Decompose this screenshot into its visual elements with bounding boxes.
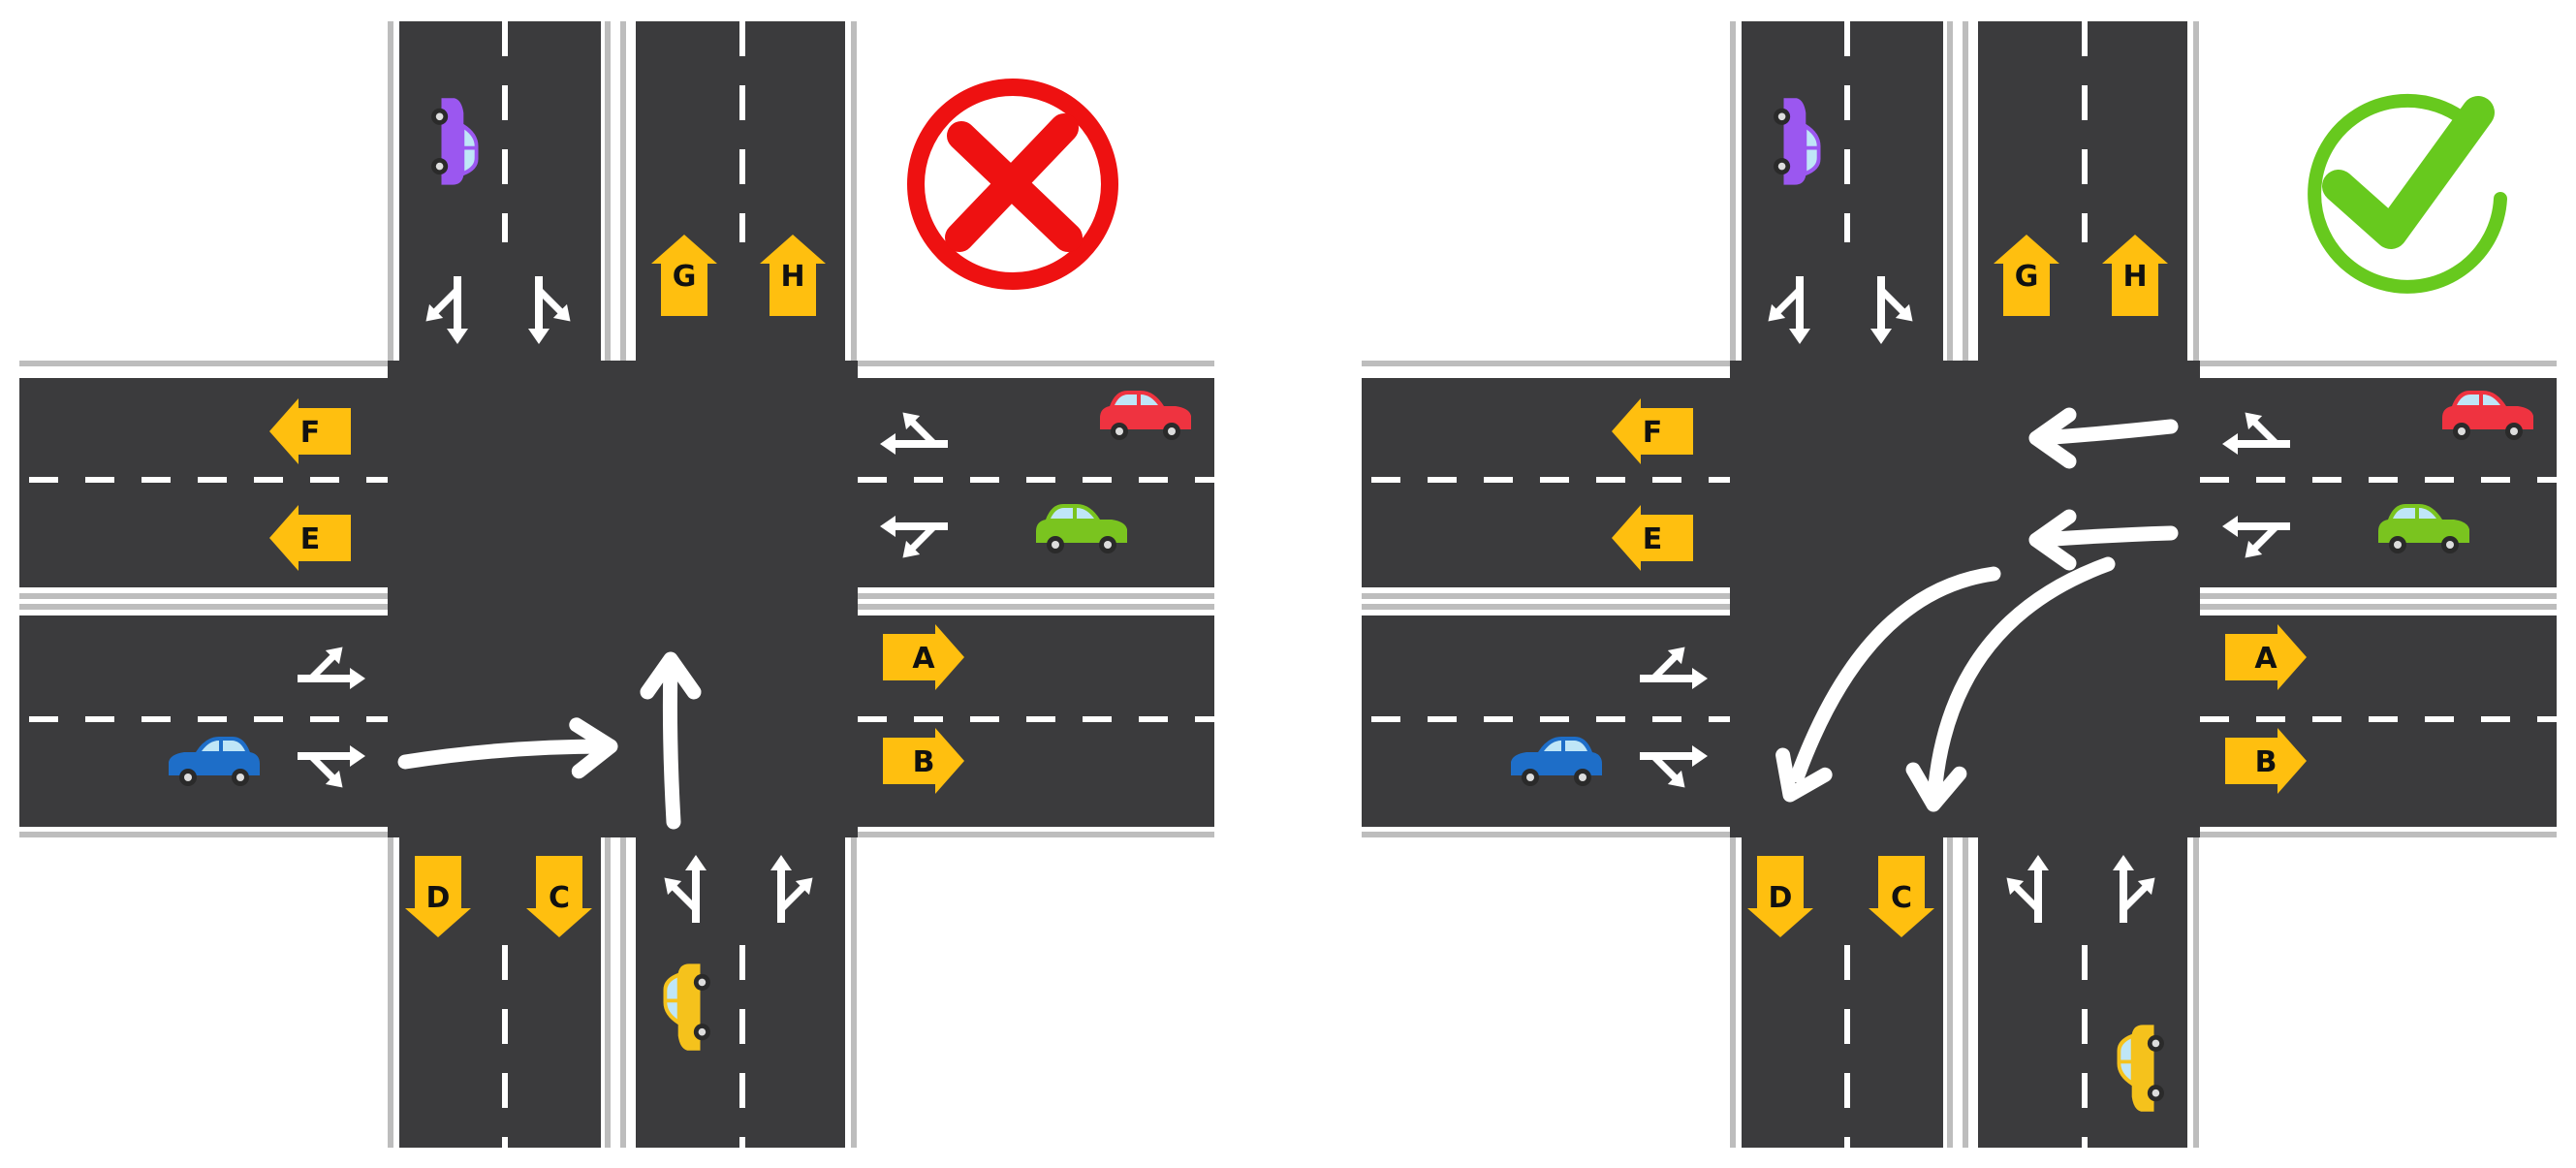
label-arrow-g: G: [651, 235, 717, 316]
lane-dividers: [29, 21, 1214, 1148]
lane-markings: [298, 276, 948, 923]
lane-dividers: [1371, 21, 2557, 1148]
northbound-lane-arrow: [770, 855, 813, 923]
label-arrow-h: H: [760, 235, 826, 316]
label-arrow-h: H: [2102, 235, 2168, 316]
southbound-lane-arrow: [1870, 276, 1913, 344]
vehicles: [169, 98, 1191, 1051]
check-circle-icon: [2308, 93, 2507, 294]
label-letter: B: [913, 745, 935, 779]
northbound-straight-path: [640, 651, 702, 830]
westbound-straight-path: [397, 717, 618, 779]
label-letter: A: [912, 642, 935, 676]
label-letter: B: [2255, 745, 2278, 779]
green-car-icon: [1036, 504, 1127, 553]
wrong-intersection-panel: A B C D E F G H: [19, 21, 1214, 1148]
label-letter: E: [1643, 522, 1663, 556]
eastbound-lane-arrow: [298, 745, 365, 788]
westbound-through-path-2: [2028, 509, 2179, 571]
label-arrow-a: A: [2225, 624, 2307, 690]
label-letter: H: [780, 260, 804, 294]
label-letter: C: [1891, 881, 1912, 915]
purple-car-icon: [1774, 98, 1821, 185]
label-arrow-g: G: [1994, 235, 2059, 316]
label-arrow-e: E: [1612, 505, 1693, 571]
red-car-icon: [2442, 391, 2533, 440]
westbound-through-path-1: [2028, 407, 2179, 469]
northbound-lane-arrow: [2113, 855, 2155, 923]
northbound-lane-arrow: [664, 855, 707, 923]
purple-car-icon: [431, 98, 479, 185]
road-curbs: [19, 21, 1214, 1148]
westbound-lane-arrow: [2222, 412, 2290, 455]
label-letter: H: [2122, 260, 2147, 294]
road-curbs: [1362, 21, 2557, 1148]
blue-car-icon: [1511, 737, 1602, 786]
westbound-lane-arrow: [2222, 516, 2290, 558]
eastbound-lane-arrow: [1640, 745, 1708, 788]
southbound-lane-arrow: [425, 276, 468, 344]
left-turn-path-1: [1775, 566, 2001, 803]
label-letter: G: [2015, 260, 2039, 294]
yellow-car-icon: [663, 963, 710, 1051]
label-arrow-d: D: [1747, 856, 1813, 937]
label-letter: F: [300, 416, 321, 450]
label-arrow-f: F: [1612, 398, 1693, 464]
label-letter: G: [673, 260, 697, 294]
label-arrow-b: B: [883, 728, 964, 794]
blue-car-icon: [169, 737, 260, 786]
left-turn-path-2: [1905, 556, 2116, 812]
label-letter: C: [549, 881, 570, 915]
southbound-lane-arrow: [1768, 276, 1810, 344]
north-road-western-half: [399, 21, 601, 361]
intersection-box: [388, 361, 858, 837]
label-letter: D: [426, 881, 451, 915]
label-arrow-a: A: [883, 624, 964, 690]
eastbound-lane-arrow: [1640, 647, 1708, 689]
label-arrow-e: E: [269, 505, 351, 571]
label-letter: A: [2254, 642, 2278, 676]
northbound-lane-arrow: [2006, 855, 2049, 923]
lane-labels: A B C D E F G H: [269, 235, 964, 937]
label-arrow-c: C: [526, 856, 592, 937]
lane-labels: A B C D E F G H: [1612, 235, 2307, 937]
label-letter: D: [1769, 881, 1793, 915]
label-arrow-b: B: [2225, 728, 2307, 794]
label-arrow-c: C: [1869, 856, 1934, 937]
lane-markings: [1640, 276, 2290, 923]
label-letter: F: [1643, 416, 1663, 450]
correct-intersection-panel: A B C D E F G H: [1362, 21, 2557, 1148]
vehicles: [1511, 98, 2533, 1112]
red-car-icon: [1100, 391, 1191, 440]
eastbound-lane-arrow: [298, 647, 365, 689]
cross-circle-icon: [907, 79, 1118, 290]
southbound-lane-arrow: [528, 276, 571, 344]
label-arrow-d: D: [405, 856, 471, 937]
movement-paths: [397, 651, 702, 830]
label-arrow-f: F: [269, 398, 351, 464]
label-letter: E: [300, 522, 321, 556]
green-car-icon: [2378, 504, 2469, 553]
westbound-lane-arrow: [880, 516, 948, 558]
movement-paths: [1775, 407, 2179, 812]
westbound-lane-arrow: [880, 412, 948, 455]
yellow-car-icon: [2117, 1025, 2164, 1112]
north-road-western-half: [1742, 21, 1943, 361]
